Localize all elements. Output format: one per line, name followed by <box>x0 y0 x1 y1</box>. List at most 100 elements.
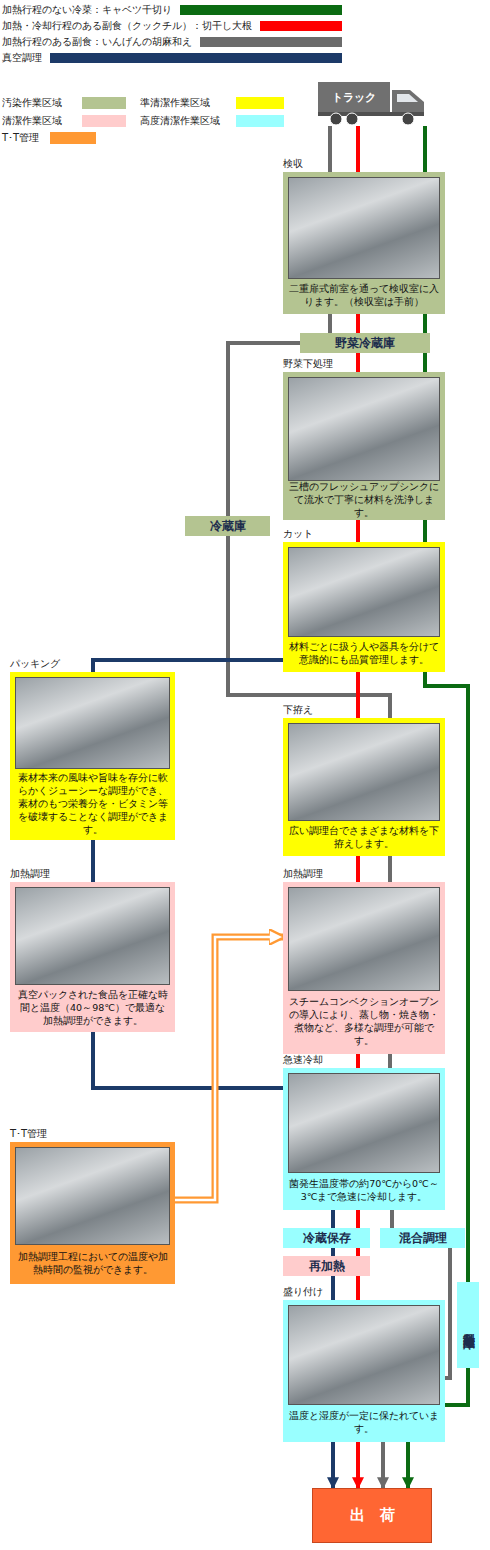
step-heading: 検収 <box>283 158 303 170</box>
truck-wheel <box>330 113 342 125</box>
legend-swatch <box>236 97 284 109</box>
step-heading: 加熱調理 <box>283 868 323 880</box>
step-heading: 急速冷却 <box>283 1054 323 1066</box>
step-description: 真空パックされた食品を正確な時間と温度（40～98℃）で最適な加熱調理ができます… <box>15 985 170 1027</box>
storage-label: 混合調理 <box>399 1230 447 1247</box>
storage-label: 冷蔵保存 <box>303 1230 351 1247</box>
flow-connector-group <box>358 353 359 372</box>
legend-text: 汚染作業区域 <box>2 96 62 109</box>
flow-line <box>328 314 332 333</box>
flow-connector-group <box>425 314 426 333</box>
shipping-box: 出 荷 <box>312 1488 432 1543</box>
step-heading: 野菜下処理 <box>283 358 333 370</box>
storage-band: 冷蔵庫 <box>185 516 270 536</box>
flow-line <box>356 1054 360 1068</box>
flow-line <box>388 1054 392 1068</box>
photo-placeholder <box>288 723 440 821</box>
flow-line <box>356 672 360 718</box>
legend-swatch <box>260 21 342 31</box>
flow-connector-group <box>93 840 94 882</box>
flow-connector-group <box>358 314 359 333</box>
flow-connector-group <box>358 520 359 542</box>
flow-line <box>388 856 392 882</box>
flow-connector-group <box>93 660 283 672</box>
process-box: 加熱調理スチームコンベクションオーブンの導入により、蒸し物・焼き物・煮物など、多… <box>283 882 445 1054</box>
legend-text: 加熱行程のある副食：いんげんの胡麻和え <box>2 35 192 48</box>
process-box: 加熱調理真空パックされた食品を正確な時間と温度（40～98℃）で最適な加熱調理が… <box>10 882 175 1032</box>
flow-connector-group <box>445 1368 468 1405</box>
flow-line <box>423 353 427 372</box>
flow-line <box>356 856 360 882</box>
process-box: カット材料ごとに扱う人や器具を分けて意識的にも品質管理します。 <box>283 542 445 672</box>
storage-band: 冷蔵保存 <box>283 1228 370 1248</box>
flow-connector-group <box>445 1248 450 1378</box>
step-description: 温度と湿度が一定に保たれています。 <box>288 1405 440 1437</box>
photo-placeholder <box>288 1073 440 1173</box>
flow-connector-group <box>175 937 283 1200</box>
flow-connector-group <box>358 1054 359 1068</box>
process-box: 急速冷却菌発生温度帯の約70℃から0℃～3℃まで急速に冷却します。 <box>283 1068 445 1210</box>
flow-line <box>390 1210 394 1228</box>
flow-connector-group <box>425 520 426 542</box>
legend-text: 清潔作業区域 <box>2 114 62 127</box>
step-heading: 下拵え <box>283 704 313 716</box>
flow-connector-group <box>358 856 359 882</box>
flow-line <box>331 1276 335 1300</box>
truck-cargo <box>318 82 390 112</box>
flow-line <box>91 840 95 882</box>
flow-connector-group <box>330 126 331 172</box>
legend-text: 加熱行程のない冷菜：キャベツ千切り <box>2 3 172 16</box>
flow-connector-group <box>425 126 426 172</box>
step-heading: 盛り付け <box>283 1286 323 1298</box>
step-description: スチームコンベクションオーブンの導入により、蒸し物・焼き物・煮物など、多様な調理… <box>288 991 440 1049</box>
flow-connector-group <box>358 672 359 718</box>
process-box: パッキング素材本来の風味や旨味を存分に軟らかくジューシーな調理ができ、素材のもつ… <box>10 672 175 840</box>
flow-connector-group <box>358 1210 359 1228</box>
storage-label: 冷蔵庫 <box>210 518 246 535</box>
storage-label: 製品冷蔵庫 <box>460 1323 477 1328</box>
flow-line <box>93 660 283 672</box>
flow-line <box>331 1442 335 1488</box>
flow-connector-group <box>390 1054 391 1068</box>
step-description: 三槽のフレッシュアップシンクにて流水で丁寧に材料を洗浄します。 <box>288 481 440 515</box>
flow-connector-group <box>358 1248 359 1256</box>
truck-label: トラック <box>318 82 390 112</box>
legend-swatch <box>50 132 96 144</box>
flow-line <box>175 937 283 1200</box>
step-heading: 加熱調理 <box>10 868 50 880</box>
flow-connector-group <box>358 126 359 172</box>
photo-placeholder <box>288 887 440 991</box>
flow-line <box>406 1442 410 1488</box>
process-box: 下拵え広い調理台でさまざまな材料を下拵えします。 <box>283 718 445 856</box>
flow-connector-group <box>358 1276 359 1300</box>
photo-placeholder <box>288 177 440 279</box>
step-description: 素材本来の風味や旨味を存分に軟らかくジューシーな調理ができ、素材のもつ栄養分を・… <box>15 769 170 835</box>
step-heading: パッキング <box>10 658 60 670</box>
legend-swatch <box>200 37 342 47</box>
step-description: 二重扉式前室を通って検収室に入ります。（検収室は手前） <box>288 279 440 309</box>
flow-line <box>356 520 360 542</box>
legend-text: 加熱・冷却行程のある副食（クックチル）：切干し大根 <box>2 19 252 32</box>
legend-swatch <box>82 115 126 127</box>
photo-placeholder <box>288 1305 440 1405</box>
step-description: 菌発生温度帯の約70℃から0℃～3℃まで急速に冷却します。 <box>288 1173 440 1205</box>
photo-placeholder <box>15 887 170 985</box>
legend: 加熱行程のない冷菜：キャベツ千切り加熱・冷却行程のある副食（クックチル）：切干し… <box>0 0 490 150</box>
flow-line <box>356 314 360 333</box>
legend-swatch <box>180 5 342 15</box>
truck-window <box>397 94 418 102</box>
process-box: T･T管理加熱調理工程においての温度や加熱時間の監視ができます。 <box>10 1142 175 1284</box>
flow-line <box>356 1442 360 1488</box>
legend-text: 準清潔作業区域 <box>140 96 210 109</box>
shipping-label: 出 荷 <box>350 1506 395 1525</box>
process-box: 野菜下処理三槽のフレッシュアップシンクにて流水で丁寧に材料を洗浄します。 <box>283 372 445 520</box>
storage-band: 混合調理 <box>380 1228 465 1248</box>
flow-connector-group <box>425 353 426 372</box>
storage-band: 再加熱 <box>283 1256 370 1276</box>
process-box: 盛り付け温度と湿度が一定に保たれています。 <box>283 1300 445 1442</box>
photo-placeholder <box>15 1147 170 1245</box>
flow-line <box>328 126 332 172</box>
flow-connector-group <box>330 314 331 333</box>
